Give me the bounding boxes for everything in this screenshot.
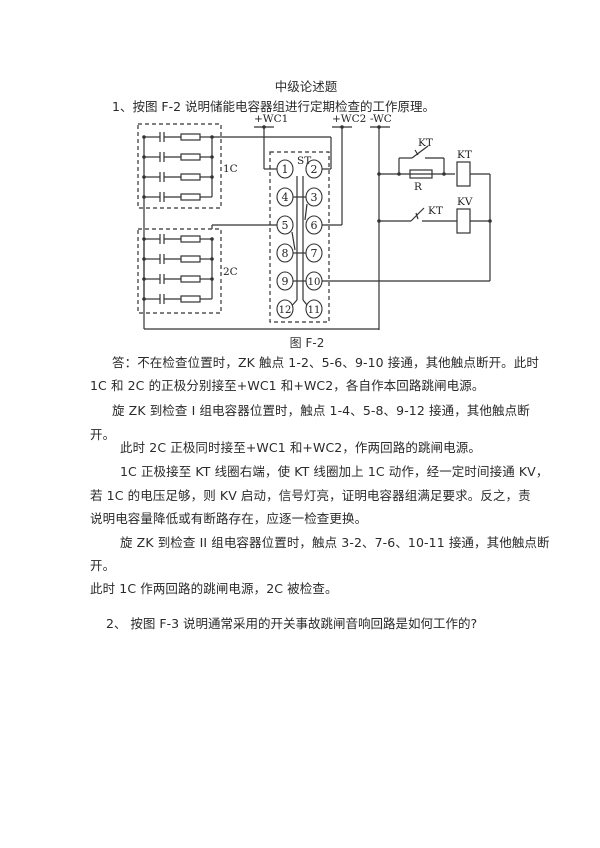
svg-text:8: 8 — [282, 247, 289, 260]
answer-line-2: 1C 和 2C 的正极分别接至+WC1 和+WC2，各自作本回路跳闸电源。 — [90, 378, 485, 393]
section-title: 中级论述题 — [274, 79, 338, 94]
svg-text:3: 3 — [311, 191, 318, 204]
svg-text:9: 9 — [282, 275, 289, 288]
svg-text:KV: KV — [457, 196, 473, 208]
svg-text:11: 11 — [308, 305, 321, 316]
svg-text:+WC2: +WC2 — [332, 113, 366, 125]
svg-text:KT: KT — [457, 149, 472, 161]
svg-text:ST: ST — [297, 155, 311, 167]
answer-line-11: 此时 1C 作两回路的跳闸电源，2C 被检查。 — [90, 581, 338, 596]
question-2: 2、 按图 F-3 说明通常采用的开关事故跳闸音响回路是如何工作的? — [106, 616, 478, 631]
svg-text:7: 7 — [311, 247, 318, 260]
answer-line-8: 说明电容量降低或有断路存在，应逐一检查更换。 — [90, 511, 368, 526]
answer-line-7: 若 1C 的电压足够，则 KV 启动，信号灯亮，证明电容器组满足要求。反之，责 — [90, 488, 531, 503]
svg-text:12: 12 — [279, 305, 292, 316]
svg-text:-WC: -WC — [370, 113, 392, 125]
svg-text:2: 2 — [311, 163, 318, 176]
answer-line-4: 开。 — [90, 427, 116, 442]
svg-text:6: 6 — [311, 219, 318, 232]
figure-caption: 图 F-2 — [289, 336, 325, 350]
svg-text:1C: 1C — [223, 163, 238, 175]
svg-text:2C: 2C — [223, 266, 238, 278]
svg-text:KT: KT — [418, 137, 433, 149]
svg-text:+WC1: +WC1 — [254, 113, 288, 125]
svg-text:5: 5 — [282, 219, 289, 232]
circuit-diagram-f2: 1 2 3 4 5 6 7 8 9 10 11 12 +WC1 +WC2 -WC… — [137, 113, 492, 330]
answer-line-1: 答：不在检查位置时，ZK 触点 1-2、5-6、9-10 接通，其他触点断开。此… — [112, 355, 539, 370]
answer-line-10: 开。 — [90, 558, 116, 573]
svg-text:1: 1 — [282, 163, 289, 176]
answer-line-3: 旋 ZK 到检查 I 组电容器位置时，触点 1-4、5-8、9-12 接通，其他… — [112, 403, 530, 418]
answer-line-5: 此时 2C 正极同时接至+WC1 和+WC2，作两回路的跳闸电源。 — [120, 440, 481, 455]
svg-text:R: R — [414, 181, 423, 193]
svg-text:KT: KT — [428, 205, 443, 217]
answer-line-9: 旋 ZK 到检查 II 组电容器位置时，触点 3-2、7-6、10-11 接通，… — [120, 535, 550, 550]
svg-text:10: 10 — [308, 277, 321, 288]
question-1: 1、按图 F-2 说明储能电容器组进行定期检查的工作原理。 — [112, 99, 436, 114]
svg-text:4: 4 — [282, 191, 289, 204]
answer-line-6: 1C 正极接至 KT 线圈右端，使 KT 线圈加上 1C 动作，经一定时间接通 … — [120, 464, 549, 479]
